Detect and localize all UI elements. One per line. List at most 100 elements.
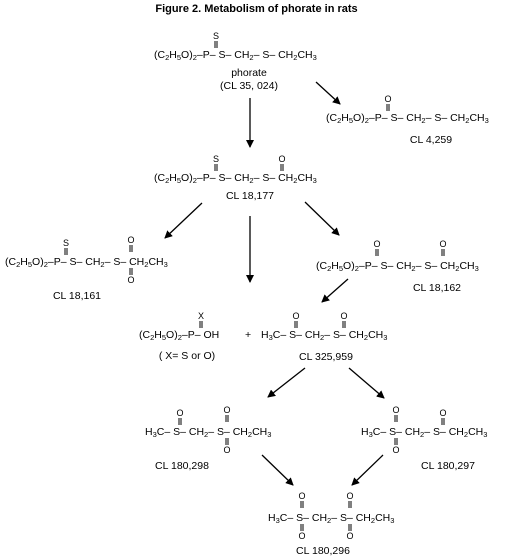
subscript: 2 <box>354 264 359 273</box>
cl180296-double-bond-3 <box>348 501 352 508</box>
cl18161-double-bond-top <box>129 245 133 252</box>
cl180298-double-bond-2 <box>225 415 229 422</box>
cl325959-formula: H3C– S– CH2– S– CH2CH3 <box>261 329 388 342</box>
subscript: 5 <box>27 260 33 269</box>
cl180296-o-atom-2: O <box>298 531 306 541</box>
cl4259-double-bond <box>386 104 390 111</box>
arrow-cl180298-to-cl180296 <box>261 454 294 486</box>
subscript: 2 <box>192 53 197 62</box>
cl18161-o-atom-top: O <box>127 235 135 245</box>
acid-formula: (C2H5O)2–P– OH <box>139 329 220 342</box>
acid-double-bond <box>199 321 203 328</box>
cl180297-double-bond-1 <box>394 415 398 422</box>
subscript: 5 <box>176 176 182 185</box>
cl18161-formula: (C2H5O)2–P– S– CH2– S– CH2CH3 <box>5 256 168 269</box>
cl180297-double-bond-2 <box>394 438 398 445</box>
acid-note: ( X= S or O) <box>158 350 216 362</box>
cl180296-double-bond-4 <box>348 524 352 531</box>
cl325959-double-bond-1 <box>294 321 298 328</box>
subscript: 2 <box>363 333 369 342</box>
subscript: 2 <box>320 333 325 342</box>
subscript: 2 <box>455 264 460 273</box>
cl325959-o-atom-1: O <box>292 311 300 321</box>
subscript: 2 <box>249 176 254 185</box>
subscript: 2 <box>249 53 254 62</box>
figure-title: Figure 2. Metabolism of phorate in rats <box>155 3 358 15</box>
arrow-cl325959-to-cl180298 <box>267 367 306 398</box>
subscript: 2 <box>247 430 253 439</box>
cl180298-formula: H3C– S– CH2– S– CH2CH3 <box>145 426 272 439</box>
subscript: 3 <box>383 333 388 342</box>
subscript: 2 <box>465 116 470 125</box>
subscript: 2 <box>165 176 170 185</box>
arrow-phorate-to-cl4259 <box>315 81 341 105</box>
cl18162-double-bond-s <box>441 249 445 256</box>
arrow-cl18177-to-cl18162 <box>304 201 340 236</box>
cl180296-double-bond-2 <box>300 524 304 531</box>
subscript: 3 <box>152 430 157 439</box>
cl18177-double-bond-s <box>280 164 284 171</box>
subscript: 2 <box>150 333 155 342</box>
cl180297-o-atom-3: O <box>439 408 447 418</box>
subscript: 2 <box>293 176 298 185</box>
cl180297-code: CL 180,297 <box>421 460 475 472</box>
cl325959-double-bond-2 <box>342 321 346 328</box>
cl18162-code: CL 18,162 <box>412 282 462 294</box>
subscript: 2 <box>364 116 369 125</box>
subscript: 3 <box>312 53 317 62</box>
cl18177-code: CL 18,177 <box>225 190 275 202</box>
cl18162-o-atom-s: O <box>439 239 447 249</box>
subscript: 2 <box>337 116 342 125</box>
subscript: 2 <box>370 516 376 525</box>
cl325959-o-atom-2: O <box>340 311 348 321</box>
phorate-s-atom: S <box>212 31 220 41</box>
phorate-code: (CL 35, 024) <box>220 80 278 92</box>
plus-sign: + <box>245 329 252 341</box>
cl180297-o-atom-2: O <box>392 445 400 455</box>
arrow-cl18177-to-cl18161 <box>164 202 203 239</box>
cl325959-code: CL 325,959 <box>299 351 353 363</box>
subscript: 3 <box>275 516 280 525</box>
subscript: 2 <box>16 260 21 269</box>
subscript: 3 <box>267 430 272 439</box>
cl18161-double-bond-p <box>64 248 68 255</box>
cl18177-s-atom: S <box>212 154 220 164</box>
subscript: 5 <box>161 333 167 342</box>
cl4259-formula: (C2H5O)2–P– S– CH2– S– CH2CH3 <box>326 112 489 125</box>
cl180298-double-bond-3 <box>225 438 229 445</box>
cl180298-double-bond-1 <box>178 418 182 425</box>
subscript: 2 <box>43 260 48 269</box>
subscript: 2 <box>204 430 209 439</box>
subscript: 5 <box>348 116 354 125</box>
cl180296-code: CL 180,296 <box>296 545 350 557</box>
cl18161-code: CL 18,161 <box>52 290 102 302</box>
cl18162-double-bond-p <box>375 249 379 256</box>
cl18162-o-atom-p: O <box>373 239 381 249</box>
cl180296-o-atom-4: O <box>346 531 354 541</box>
subscript: 2 <box>421 116 426 125</box>
subscript: 3 <box>484 116 489 125</box>
cl180296-formula: H3C– S– CH2– S– CH2CH3 <box>268 512 395 525</box>
phorate-name: phorate <box>231 67 267 79</box>
subscript: 2 <box>192 176 197 185</box>
cl180298-o-atom-3: O <box>223 445 231 455</box>
arrow-cl18162-to-cl325959 <box>321 278 349 303</box>
subscript: 3 <box>474 264 479 273</box>
subscript: 2 <box>100 260 105 269</box>
subscript: 2 <box>463 430 469 439</box>
acid-x-atom: X <box>197 311 205 321</box>
cl18162-formula: (C2H5O)2–P– S– CH2– S– CH2CH3 <box>316 260 479 273</box>
phorate-double-bond <box>214 41 218 48</box>
subscript: 2 <box>411 264 416 273</box>
subscript: 2 <box>165 53 170 62</box>
subscript: 2 <box>293 53 298 62</box>
subscript: 2 <box>144 260 149 269</box>
cl18161-double-bond-bottom <box>129 268 133 275</box>
cl180297-o-atom-1: O <box>392 405 400 415</box>
subscript: 2 <box>327 516 332 525</box>
subscript: 5 <box>176 53 182 62</box>
subscript: 3 <box>163 260 168 269</box>
arrow-cl325959-to-cl180297 <box>348 367 385 399</box>
subscript: 2 <box>177 333 182 342</box>
